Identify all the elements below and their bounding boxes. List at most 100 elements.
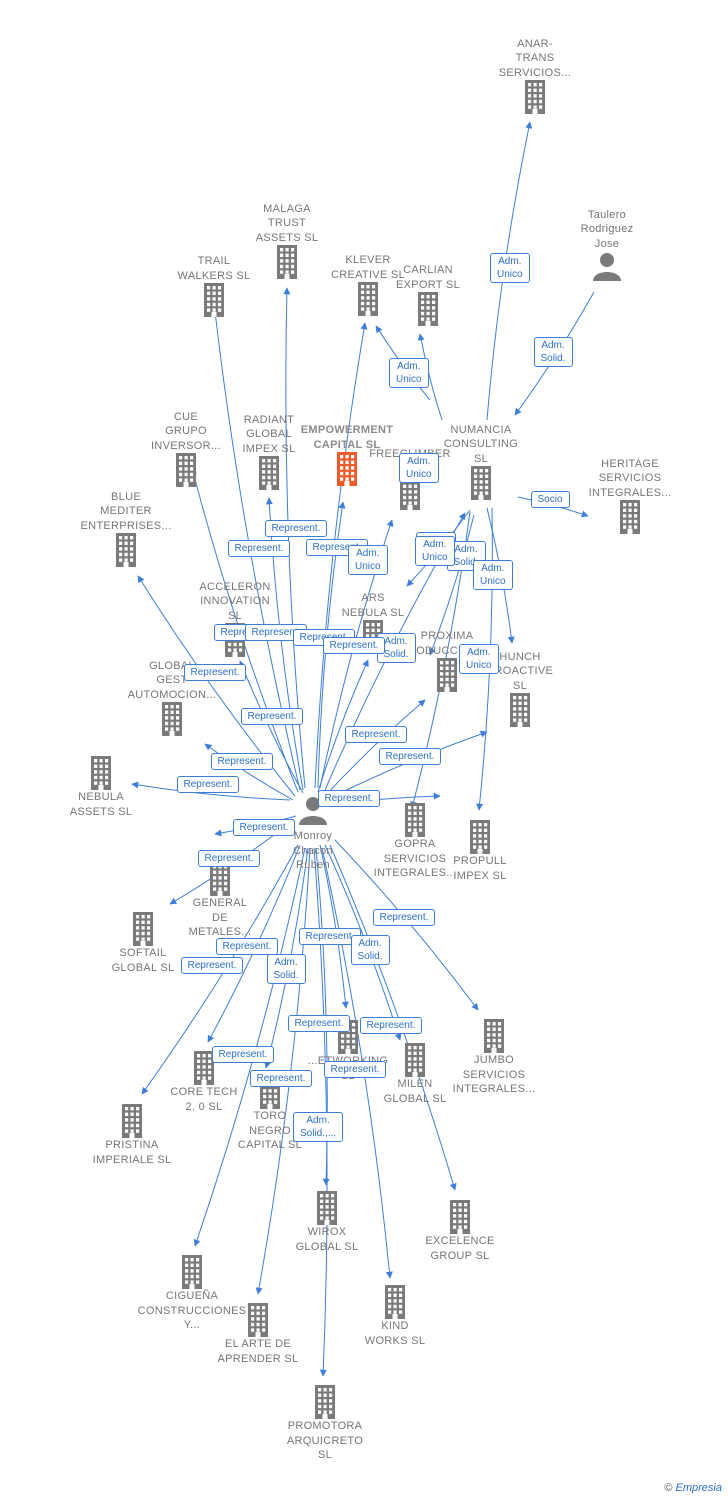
node-acceleron[interactable]: ACCELERON INNOVATION SL	[170, 580, 300, 657]
edge-label[interactable]: Represent.	[210, 752, 274, 770]
node-carlian[interactable]: CARLIAN EXPORT SL	[363, 263, 493, 326]
edge-label[interactable]: Adm. Unico	[389, 358, 429, 388]
node-nebula[interactable]: NEBULA ASSETS SL	[36, 756, 166, 819]
edge-label[interactable]: Adm. Unico	[399, 453, 439, 483]
node-label: Monroy Chacon Ruben	[293, 830, 333, 871]
node-label: ANAR- TRANS SERVICIOS...	[498, 37, 572, 79]
node-arte[interactable]: EL ARTE DE APRENDER SL	[193, 1303, 323, 1366]
node-coretech[interactable]: CORE TECH 2. 0 SL	[139, 1051, 269, 1114]
node-label: GLOBAL GEST AUTOMOCION...	[127, 659, 217, 701]
edge-label[interactable]: Adm. Unico	[415, 536, 455, 566]
node-label: PROMOTORA ARQUICRETO SL	[286, 1420, 364, 1461]
building-icon	[416, 466, 546, 500]
node-label: Taulero Rodriguez Jose	[580, 208, 634, 250]
node-malaga[interactable]: MALAGA TRUST ASSETS SL	[222, 202, 352, 279]
node-ciguena[interactable]: CIGUEÑA CONSTRUCCIONES Y...	[127, 1255, 257, 1333]
edge-label[interactable]: Represent.	[378, 747, 442, 765]
node-label: HUNCH PROACTIVE SL	[486, 650, 554, 692]
node-label: PROPULL IMPEX SL	[453, 855, 507, 882]
node-global[interactable]: GLOBAL GEST AUTOMOCION...	[107, 659, 237, 736]
edge-label[interactable]: Socio	[530, 490, 570, 508]
building-icon	[121, 453, 251, 487]
edge-label[interactable]: Represent.	[180, 956, 244, 974]
building-icon	[303, 282, 433, 316]
node-label: CIGUEÑA CONSTRUCCIONES Y...	[137, 1290, 247, 1331]
edge-monroy-networking	[319, 844, 349, 1009]
edge-label[interactable]: Adm. Unico	[473, 560, 513, 590]
node-kind[interactable]: KIND WORKS SL	[330, 1285, 460, 1348]
node-wirox[interactable]: WIROX GLOBAL SL	[262, 1191, 392, 1254]
node-heritage[interactable]: HERITAGE SERVICIOS INTEGRALES...	[565, 457, 695, 534]
building-icon	[204, 456, 334, 490]
building-icon	[282, 452, 412, 486]
edge-monroy-global	[204, 743, 294, 801]
node-label: KIND WORKS SL	[364, 1320, 426, 1347]
edge-label[interactable]: Represent.	[344, 725, 408, 743]
edge-label[interactable]: Represent.	[359, 1016, 423, 1034]
edge-label[interactable]: Adm. Unico	[490, 253, 530, 283]
edge-monroy-ars	[317, 659, 369, 793]
node-blue[interactable]: BLUE MEDITER ENTERPRISES...	[61, 490, 191, 567]
node-label: WIROX GLOBAL SL	[295, 1226, 359, 1253]
node-label: GOPRA SERVICIOS INTEGRALES...	[373, 838, 457, 879]
edge-label[interactable]: Adm. Solid.	[533, 337, 573, 367]
node-radiant[interactable]: RADIANT GLOBAL IMPEX SL	[204, 413, 334, 490]
brand-name: Empresia	[675, 1482, 722, 1494]
node-cue[interactable]: CUE GRUPO INVERSOR...	[121, 410, 251, 487]
building-icon	[415, 820, 545, 854]
edge-label[interactable]: Represent.	[197, 849, 261, 867]
node-pristina[interactable]: PRISTINA IMPERIALE SL	[67, 1104, 197, 1167]
edge-label[interactable]: Represent.	[264, 519, 328, 537]
node-monroy[interactable]: Monroy Chacon Ruben	[248, 795, 378, 873]
node-jumbo[interactable]: JUMBO SERVICIOS INTEGRALES...	[429, 1019, 559, 1097]
node-excelence[interactable]: EXCELENCE GROUP SL	[395, 1200, 525, 1263]
node-klever[interactable]: KLEVER CREATIVE SL	[303, 253, 433, 316]
node-gopra[interactable]: GOPRA SERVICIOS INTEGRALES...	[350, 803, 480, 881]
edge-label[interactable]: Represent.	[372, 908, 436, 926]
node-taulero[interactable]: Taulero Rodriguez Jose	[542, 208, 672, 286]
building-icon	[470, 80, 600, 114]
node-empowerment[interactable]: EMPOWERMENT CAPITAL SL	[282, 423, 412, 486]
building-icon	[107, 702, 237, 736]
edge-label[interactable]: Represent.	[322, 636, 386, 654]
node-promotora[interactable]: PROMOTORA ARQUICRETO SL	[260, 1385, 390, 1463]
node-label: ARS NEBULA SL	[341, 592, 405, 619]
node-label: PRISTINA IMPERIALE SL	[92, 1139, 172, 1166]
edge-label[interactable]: Adm. Solid.	[266, 954, 306, 984]
edge-label[interactable]: Represent.	[244, 623, 308, 641]
edge-label[interactable]: Represent.	[287, 1014, 351, 1032]
edge-label[interactable]: Represent.	[323, 1060, 387, 1078]
edge-label[interactable]: Adm. Unico	[348, 545, 388, 575]
node-anar[interactable]: ANAR- TRANS SERVICIOS...	[470, 37, 600, 114]
edge-label[interactable]: Represent.	[215, 937, 279, 955]
node-label: CORE TECH 2. 0 SL	[170, 1086, 238, 1113]
edge-label[interactable]: Represent.	[317, 789, 381, 807]
node-general[interactable]: GENERAL DE METALES...	[155, 862, 285, 940]
edge-label[interactable]: Represent.	[227, 539, 291, 557]
building-icon	[565, 500, 695, 534]
node-label: TORO NEGRO CAPITAL SL	[237, 1110, 303, 1151]
edge-label[interactable]: Adm. Unico	[459, 644, 499, 674]
edge-label[interactable]: Represent.	[232, 818, 296, 836]
edge-label[interactable]: Represent.	[298, 927, 362, 945]
edge-label[interactable]: Represent.	[240, 707, 304, 725]
person-icon	[248, 795, 378, 829]
edge-label[interactable]: Adm. Solid.	[350, 935, 390, 965]
building-icon	[260, 1385, 390, 1419]
node-hunch[interactable]: HUNCH PROACTIVE SL	[455, 650, 585, 727]
node-numancia[interactable]: NUMANCIA CONSULTING SL	[416, 423, 546, 500]
node-trail[interactable]: TRAIL WALKERS SL	[149, 254, 279, 317]
edge-label[interactable]: Adm. Solid.,...	[293, 1112, 344, 1142]
node-propull[interactable]: PROPULL IMPEX SL	[415, 820, 545, 883]
edge-label[interactable]: Represent.	[211, 1045, 275, 1063]
building-icon	[262, 1191, 392, 1225]
edge-label[interactable]: Represent.	[249, 1069, 313, 1087]
building-icon	[330, 1285, 460, 1319]
node-softail[interactable]: SOFTAIL GLOBAL SL	[78, 912, 208, 975]
edge-label[interactable]: Represent.	[183, 663, 247, 681]
node-label: NUMANCIA CONSULTING SL	[443, 423, 519, 465]
edge-label[interactable]: Represent.	[176, 775, 240, 793]
node-label: BLUE MEDITER ENTERPRISES...	[80, 490, 172, 532]
node-milen[interactable]: MILEN GLOBAL SL	[350, 1043, 480, 1106]
person-icon	[542, 251, 672, 285]
